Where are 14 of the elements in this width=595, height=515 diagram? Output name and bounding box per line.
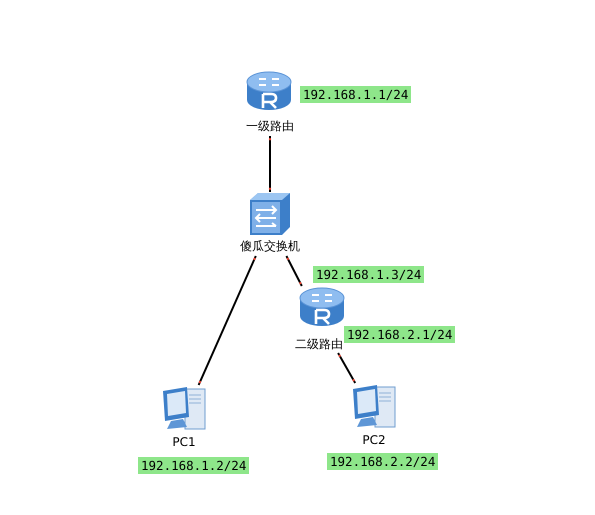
device-name: 傻瓜交换机 [240, 238, 300, 255]
device-name: PC1 [172, 435, 196, 449]
ip-address-tag: 192.168.1.1/24 [300, 86, 412, 103]
ip-address-tag: 192.168.2.2/24 [327, 453, 438, 470]
ip-address-tag: 192.168.1.3/24 [313, 266, 424, 283]
link-line [286, 256, 303, 286]
link-line [337, 352, 356, 384]
link-line [268, 136, 272, 192]
ip-address-tag: 192.168.2.1/24 [344, 326, 456, 343]
ip-address-tag: 192.168.1.2/24 [138, 457, 250, 474]
device-name: 一级路由 [246, 118, 294, 135]
link-line [198, 256, 257, 386]
device-name: 二级路由 [295, 336, 343, 353]
device-name: PC2 [362, 433, 386, 447]
